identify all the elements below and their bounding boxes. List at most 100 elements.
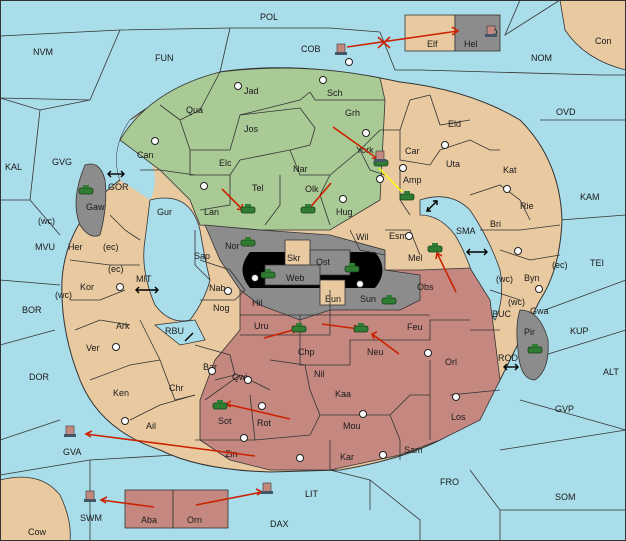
coast-label-wc-3: (wc) <box>496 274 513 284</box>
prov-byn-label: Byn <box>524 273 540 283</box>
prov-sam-label: Sam <box>404 445 423 455</box>
inner-sea-rbu <box>154 319 206 346</box>
cancelled-order-x <box>377 36 391 49</box>
prov-kor-label: Kor <box>80 282 94 292</box>
prov-chr-label: Chr <box>169 383 184 393</box>
prov-ail-label: Ail <box>146 421 156 431</box>
retreat-unit[interactable] <box>84 490 96 502</box>
sea-fun-label: FUN <box>155 53 174 63</box>
prov-orn-box <box>172 489 229 529</box>
prov-hel-label: Hel <box>464 39 478 49</box>
coast-label-ec-2: (ec) <box>108 264 124 274</box>
sea-swm-label: SWM <box>80 513 102 523</box>
sea-dor-label: DOR <box>29 372 50 382</box>
prov-kar-label: Kar <box>340 452 354 462</box>
prov-tel-label: Tel <box>252 183 264 193</box>
corner-cow <box>0 476 71 541</box>
prov-lan-label: Lan <box>204 207 219 217</box>
supply-centers <box>112 28 543 462</box>
coast-label-wc-2: (wc) <box>55 290 72 300</box>
prov-pir-label: Pir <box>524 327 535 337</box>
prov-eun-shape <box>319 279 346 306</box>
sea-gva-label: GVA <box>63 447 81 457</box>
prov-olk-label: Olk <box>305 184 319 194</box>
sea-ovd-label: OVD <box>556 107 576 117</box>
sea-dax-label: DAX <box>270 519 289 529</box>
retreat-unit[interactable] <box>64 425 76 437</box>
army-unit[interactable] <box>381 295 397 305</box>
sea-mvu-label: MVU <box>35 242 55 252</box>
army-unit[interactable] <box>344 263 360 273</box>
coast-label-wc-1: (wc) <box>38 216 55 226</box>
sea-kam-label: KAM <box>580 192 600 202</box>
prov-bri-label: Bri <box>490 219 501 229</box>
sea-alt-label: ALT <box>603 367 619 377</box>
sea-kal-label: KAL <box>5 162 22 172</box>
prov-sot-label: Sot <box>218 416 232 426</box>
prov-hug-label: Hug <box>336 207 353 217</box>
prov-kat-label: Kat <box>503 165 517 175</box>
army-unit[interactable] <box>212 400 228 410</box>
retreat-unit[interactable] <box>485 25 497 37</box>
province-labels: POL NVM FUN COB NOM Con OVD KAL GVG KAM … <box>5 12 619 537</box>
sea-som-label: SOM <box>555 492 576 502</box>
prov-hil-label: Hil <box>252 298 263 308</box>
prov-ost-label: Ost <box>316 257 331 267</box>
army-unit[interactable] <box>240 237 256 247</box>
army-unit[interactable] <box>78 185 94 195</box>
sea-lit-label: LIT <box>305 489 319 499</box>
corner-con <box>559 0 626 71</box>
prov-uta-label: Uta <box>446 159 460 169</box>
prov-aba-box <box>124 489 174 529</box>
inner-sea-mit <box>143 197 211 322</box>
army-unit[interactable] <box>527 344 543 354</box>
coast-label-ec-3: (ec) <box>552 260 568 270</box>
army-unit[interactable] <box>399 191 415 201</box>
army-unit[interactable] <box>353 323 369 333</box>
prov-eun-label: Eun <box>325 294 341 304</box>
prov-amp-label: Amp <box>403 175 422 185</box>
prov-nor-label: Nor <box>225 241 240 251</box>
prov-sun-label: Sun <box>360 294 376 304</box>
sea-fro-label: FRO <box>440 477 459 487</box>
prov-chp-label: Chp <box>298 347 315 357</box>
prov-sap-label: Sap <box>194 251 210 261</box>
internal-borders <box>69 71 561 470</box>
prov-mou-label: Mou <box>343 421 361 431</box>
army-unit[interactable] <box>300 204 316 214</box>
green-region <box>119 67 386 231</box>
retreat-unit[interactable] <box>261 482 273 494</box>
prov-orn-label: Orn <box>187 515 202 525</box>
prov-rot-label: Rot <box>257 418 272 428</box>
prov-elc-label: Elc <box>219 158 232 168</box>
sea-pol-label: POL <box>260 12 278 22</box>
sea-sma-label: SMA <box>456 226 476 236</box>
prov-mel-label: Mel <box>408 253 423 263</box>
prov-feu-label: Feu <box>407 322 423 332</box>
prov-sch-label: Sch <box>327 88 343 98</box>
prov-nil-label: Nil <box>314 369 325 379</box>
prov-ver-label: Ver <box>86 343 100 353</box>
army-unit[interactable] <box>240 204 256 214</box>
sea-buc-label: BUC <box>492 309 512 319</box>
units[interactable] <box>64 25 543 502</box>
retreat-unit[interactable] <box>374 150 386 162</box>
sea-gvg-label: GVG <box>52 157 72 167</box>
sea-rbu-label: RBU <box>165 326 184 336</box>
prov-car-label: Car <box>405 146 420 156</box>
sea-cob-label: COB <box>301 44 321 54</box>
prov-nab-label: Nab <box>209 283 226 293</box>
prov-gaw-shape <box>75 163 107 237</box>
prov-nar-label: Nar <box>293 164 308 174</box>
prov-obs-label: Obs <box>417 282 434 292</box>
army-unit[interactable] <box>427 243 443 253</box>
army-unit[interactable] <box>260 269 276 279</box>
prov-elf-label: Elf <box>427 39 438 49</box>
retreat-unit[interactable] <box>335 43 347 55</box>
prov-gur-label: Gur <box>157 207 172 217</box>
prov-zin-label: Zin <box>225 449 238 459</box>
sea-bor-label: BOR <box>22 305 42 315</box>
army-unit[interactable] <box>291 323 307 333</box>
